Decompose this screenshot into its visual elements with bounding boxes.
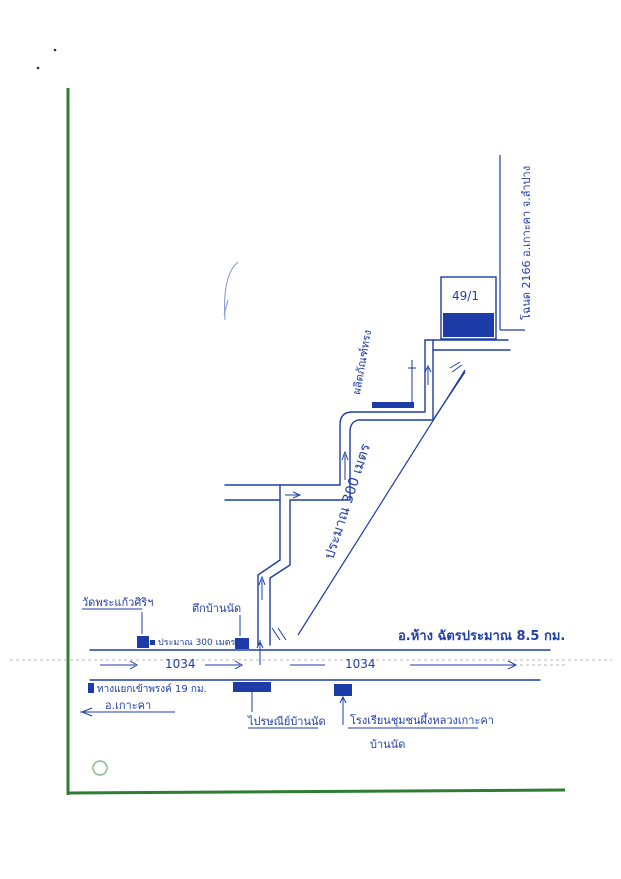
shop-text: ผลิตภัณฑ์ทรง <box>350 329 374 396</box>
distance-19-text: ทางแยกเข้าพรงค์ 19 กม. <box>97 683 207 695</box>
house-near-marker: ตึกบ้านนัด ประมาณ 300 เมตร <box>150 602 249 649</box>
to-kokha-text: อ.เกาะคา <box>105 699 151 712</box>
school-marker: โรงเรียนชุมชนผึ้งหลวงเกาะคา บ้านนัด <box>334 684 494 751</box>
to-hang-text: อ.ห้าง ฉัตรประมาณ 8.5 กม. <box>398 628 565 644</box>
right-annotation: โฉนด 2166 อ.เกาะคา จ.ลำปาง <box>499 155 533 331</box>
post-office-text: ไปรษณีย์บ้านนัด <box>247 715 326 728</box>
temple-marker: วัดพระแก้วศิริฯ <box>82 596 153 648</box>
main-road: 1034 1034 <box>10 649 612 681</box>
to-hang-label: อ.ห้าง ฉัตรประมาณ 8.5 กม. <box>398 628 565 644</box>
diagonal-line <box>297 369 466 636</box>
school-sub-text: บ้านนัด <box>370 738 405 751</box>
watermark-arrow <box>223 261 239 321</box>
left-lower: ทางแยกเข้าพรงค์ 19 กม. อ.เกาะคา <box>80 682 271 717</box>
destination-house: 49/1 <box>440 276 497 340</box>
shop-label: ผลิตภัณฑ์ทรง <box>350 329 374 396</box>
shop-marker <box>372 360 416 408</box>
temple-text: วัดพระแก้วศิริฯ <box>82 596 153 609</box>
school-text: โรงเรียนชุมชนผึ้งหลวงเกาะคา <box>350 712 494 727</box>
house-lane <box>424 339 511 396</box>
post-office-marker: ไปรษณีย์บ้านนัด <box>247 692 326 729</box>
page-frame <box>36 48 566 795</box>
house-near-text: ตึกบ้านนัด <box>192 602 241 615</box>
junction-ticks <box>271 627 287 641</box>
house-number: 49/1 <box>452 289 479 303</box>
near-road-text: ประมาณ 300 เมตร <box>158 638 235 648</box>
title-deed-text: โฉนด 2166 อ.เกาะคา จ.ลำปาง <box>519 166 533 320</box>
winding-road <box>224 394 434 665</box>
road-number-right: 1034 <box>345 657 376 671</box>
road-number-left: 1034 <box>165 657 196 671</box>
